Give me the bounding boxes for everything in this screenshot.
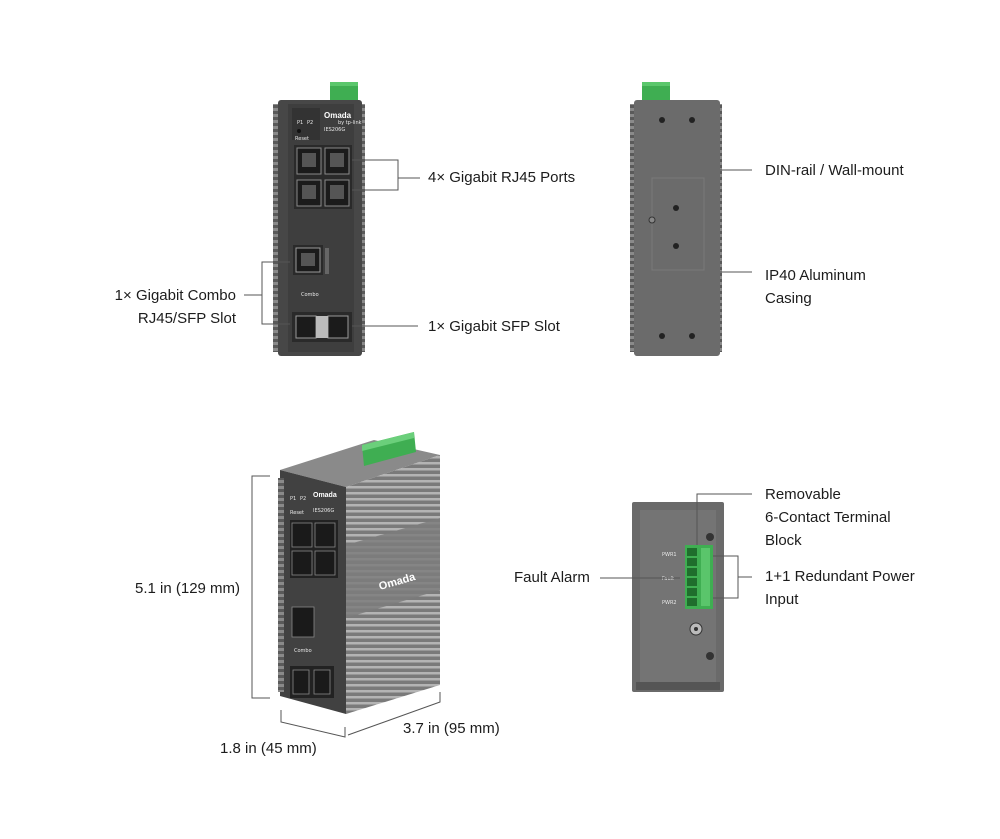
front-view-switch: P1 P2 Reset Omada by tp-link IES206G Com…: [273, 82, 365, 356]
perspective-view-switch: Omada Omada IES206G P1 P2 Reset Combo: [278, 432, 440, 714]
front-rj45-ports: [294, 145, 352, 209]
callout-rj45-ports: 4× Gigabit RJ45 Ports: [428, 169, 576, 186]
front-p2-label: P2: [307, 120, 313, 126]
dimension-depth: 3.7 in (95 mm): [403, 720, 500, 737]
callout-fault-alarm: Fault Alarm: [514, 569, 590, 586]
callout-combo-line1: 1× Gigabit Combo: [114, 287, 236, 304]
side-panel-body: [634, 100, 720, 356]
pwr1-label: PWR1: [662, 552, 677, 558]
dimension-lines: [251, 475, 441, 738]
pwr2-label: PWR2: [662, 600, 677, 606]
front-combo-port: Combo: [293, 245, 329, 298]
terminal-block-6-contact: [685, 545, 713, 609]
callout-terminal-line2: 6-Contact Terminal: [765, 509, 891, 526]
dimension-height: 5.1 in (129 mm): [135, 580, 241, 597]
callout-power-line2: Input: [765, 591, 799, 608]
side-view-switch: [630, 82, 722, 356]
side-callout-lines: [720, 169, 752, 273]
din-rail-clip: [651, 177, 705, 271]
front-logo: Omada: [324, 111, 352, 120]
front-combo-label: Combo: [301, 292, 319, 298]
callout-din-rail: DIN-rail / Wall-mount: [765, 162, 904, 179]
front-model: IES206G: [324, 127, 345, 133]
terminal-callout-lines: [600, 493, 752, 599]
fault-label: Fault: [662, 576, 674, 582]
callout-terminal-line3: Block: [765, 532, 802, 549]
front-logo-sub: by tp-link: [338, 120, 362, 126]
heat-sink-fins-left: [273, 104, 280, 352]
front-p1-label: P1: [297, 120, 303, 126]
callout-power-line1: 1+1 Redundant Power: [765, 568, 915, 585]
perspective-p1-label: P1: [290, 496, 296, 502]
perspective-rj45-ports: [290, 520, 338, 578]
top-terminal-block: [330, 82, 358, 100]
perspective-combo-label: Combo: [294, 648, 312, 654]
perspective-front-logo: Omada: [313, 492, 337, 499]
front-sfp-slots: [292, 312, 352, 342]
dimension-width: 1.8 in (45 mm): [220, 740, 317, 757]
callout-combo-line2: RJ45/SFP Slot: [137, 310, 236, 327]
top-view-switch: PWR1 Fault PWR2: [632, 502, 724, 692]
callout-casing-line2: Casing: [765, 290, 812, 307]
front-reset-label: Reset: [295, 136, 309, 142]
front-callout-lines: [244, 159, 420, 327]
callout-casing-line1: IP40 Aluminum: [765, 267, 866, 284]
callout-terminal-line1: Removable: [765, 486, 841, 503]
perspective-p2-label: P2: [300, 496, 306, 502]
callout-sfp-slot: 1× Gigabit SFP Slot: [428, 318, 560, 335]
perspective-model: IES206G: [313, 508, 334, 514]
perspective-reset-label: Reset: [290, 510, 304, 516]
